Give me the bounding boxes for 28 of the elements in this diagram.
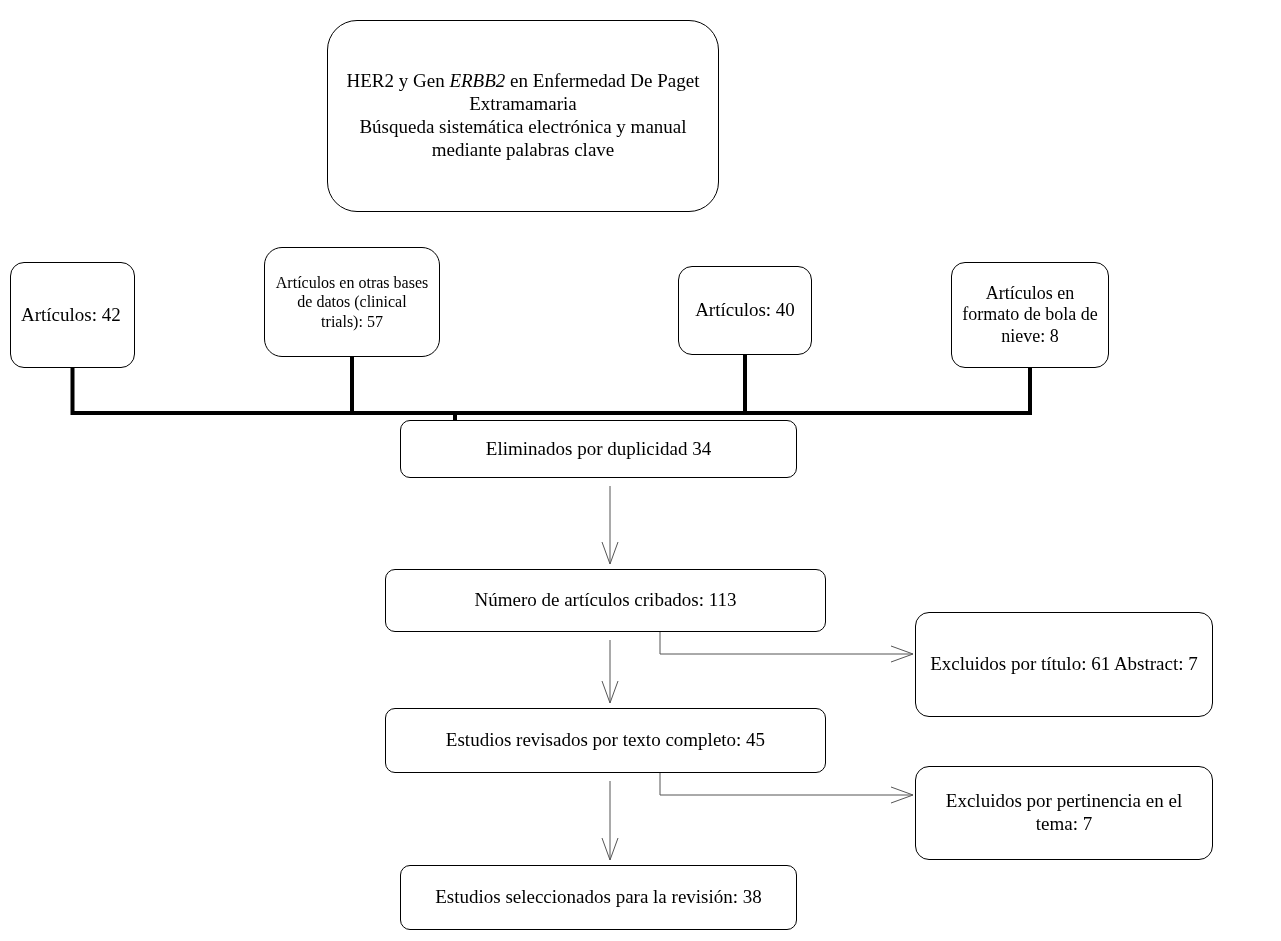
box-text: Estudios revisados por texto completo: 45 [445, 729, 766, 752]
arrow [659, 631, 914, 663]
box-text: Artículos en formato de bola de nieve: 8 [962, 282, 1098, 348]
process-box [400, 420, 797, 478]
process-box [385, 569, 826, 632]
box-text: Artículos en otras bases de datos (clinical trials): 57 [275, 273, 429, 331]
arrow [659, 772, 914, 804]
process-box [10, 262, 135, 368]
box-text: Excluidos por pertinencia en el tema: 7 [944, 790, 1184, 836]
box-text: Número de artículos cribados: 113 [474, 589, 737, 612]
process-box [264, 247, 440, 357]
box-text: Eliminados por duplicidad 34 [485, 437, 712, 461]
arrow [601, 639, 619, 704]
process-box [400, 865, 797, 930]
box-text: Artículos: 42 [21, 303, 121, 327]
process-box [385, 708, 826, 773]
box-text: Artículos: 40 [695, 299, 795, 322]
process-box [951, 262, 1109, 368]
process-box [915, 612, 1213, 717]
arrow [601, 780, 619, 861]
box-text: Excluidos por título: 61 Abstract: 7 [930, 653, 1198, 676]
process-box [915, 766, 1213, 860]
box-text: Estudios seleccionados para la revisión: 38 [435, 886, 762, 909]
box-text: Búsqueda sistemática electrónica y manual mediante palabras clave [358, 116, 688, 162]
process-box [327, 20, 719, 212]
arrow [601, 485, 619, 565]
box-text: HER2 y Gen ERBB2 en Enfermedad De Paget Extramamaria [345, 70, 701, 116]
process-box [678, 266, 812, 355]
